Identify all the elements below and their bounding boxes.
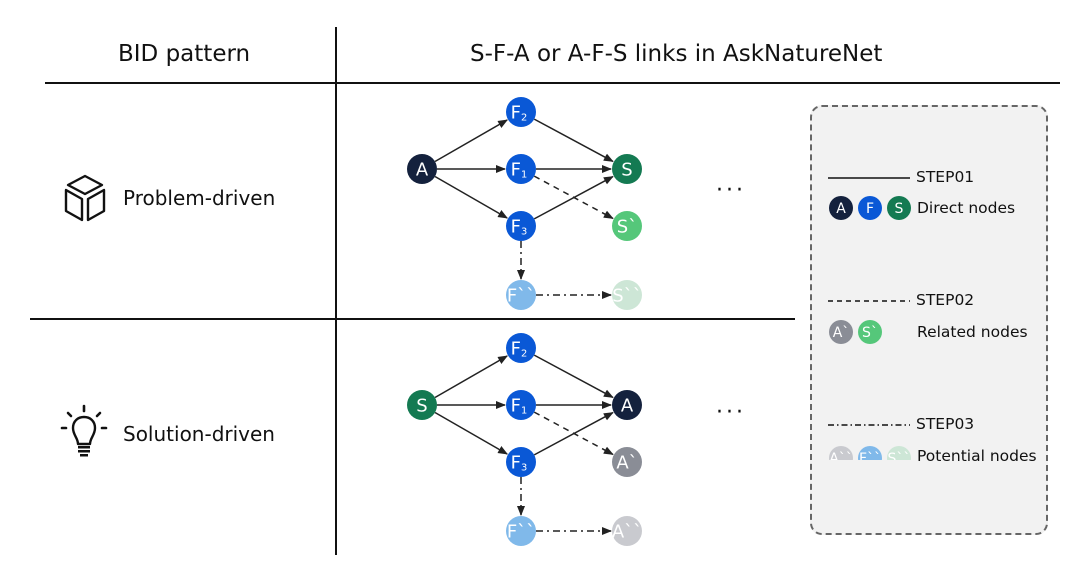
node-f3: F3 xyxy=(506,447,536,477)
legend-step01: STEP01 xyxy=(916,168,975,186)
legend-node-2-2-circle xyxy=(887,446,911,460)
edge-f2-target xyxy=(533,118,614,163)
legend-graphics: A F S A` S` A`` F`` S`` xyxy=(828,177,911,460)
node-f2-circle xyxy=(506,333,536,363)
node-related: A` xyxy=(612,447,642,477)
lightbulb-icon xyxy=(60,404,108,462)
legend-direct-nodes: Direct nodes xyxy=(917,199,1016,217)
node-target-label: S xyxy=(621,159,632,180)
row-label-solution-driven: Solution-driven xyxy=(123,422,275,446)
legend-node-2-1-circle xyxy=(858,446,882,460)
legend-node-2-1-label: F`` xyxy=(859,451,881,460)
legend-node-1-0: A` xyxy=(829,320,853,344)
node-f1: F1 xyxy=(506,154,536,184)
legend-node-0-0-label: A xyxy=(836,201,846,217)
edge-f2-target xyxy=(533,354,614,399)
legend-node-0-2-label: S xyxy=(895,201,904,217)
node-potential_t-label: S`` xyxy=(612,285,641,306)
node-source: S xyxy=(407,390,437,420)
node-f3-circle xyxy=(506,447,536,477)
node-related: S` xyxy=(612,211,642,241)
node-target: S xyxy=(612,154,642,184)
node-target-circle xyxy=(612,390,642,420)
node-source-circle xyxy=(407,154,437,184)
legend-step03: STEP03 xyxy=(916,415,975,433)
legend-node-0-0: A xyxy=(829,196,853,220)
legend-node-2-2-label: S`` xyxy=(888,451,911,460)
column-header-links: S-F-A or A-F-S links in AskNatureNet xyxy=(470,41,883,67)
legend-node-0-2-circle xyxy=(887,196,911,220)
node-potential_t-circle xyxy=(612,280,642,310)
edge-source-f2 xyxy=(434,355,509,399)
legend-node-1-0-circle xyxy=(829,320,853,344)
node-potential_f: F`` xyxy=(506,516,536,546)
node-f2: F2 xyxy=(506,97,536,127)
node-source-label: A xyxy=(416,159,429,180)
legend-node-2-0-label: A`` xyxy=(829,451,853,460)
cube-icon xyxy=(62,172,108,228)
edge-source-f2 xyxy=(434,119,509,163)
legend-step02: STEP02 xyxy=(916,291,975,309)
node-potential_t-circle xyxy=(612,516,642,546)
node-potential_f: F`` xyxy=(506,280,536,310)
node-f2: F2 xyxy=(506,333,536,363)
node-source-label: S xyxy=(416,395,427,416)
node-related-label: S` xyxy=(617,216,637,237)
edge-f1-related xyxy=(533,411,614,456)
header-divider xyxy=(45,82,1060,84)
edge-f1-related xyxy=(533,175,614,220)
legend-potential-nodes: Potential nodes xyxy=(917,447,1037,465)
node-source-circle xyxy=(407,390,437,420)
legend-node-0-1-label: F xyxy=(866,201,874,217)
legend-node-2-1: F`` xyxy=(858,446,882,460)
node-related-circle xyxy=(612,447,642,477)
node-potential_t: A`` xyxy=(612,516,642,546)
row-label-problem-driven: Problem-driven xyxy=(123,186,276,210)
column-divider xyxy=(335,27,337,555)
legend-node-1-1-label: S` xyxy=(862,325,878,341)
column-header-bid-pattern: BID pattern xyxy=(118,41,251,67)
node-source: A xyxy=(407,154,437,184)
node-target-circle xyxy=(612,154,642,184)
edge-source-f3 xyxy=(434,411,509,455)
edge-source-f3 xyxy=(434,175,509,219)
node-potential_f-circle xyxy=(506,516,536,546)
legend-node-0-2: S xyxy=(887,196,911,220)
legend-node-1-1: S` xyxy=(858,320,882,344)
legend-box xyxy=(810,105,1048,535)
legend-related-nodes: Related nodes xyxy=(917,323,1028,341)
ellipsis-row1: ··· xyxy=(716,178,746,203)
node-f3: F3 xyxy=(506,211,536,241)
legend-node-0-0-circle xyxy=(829,196,853,220)
legend-node-2-2: S`` xyxy=(887,446,911,460)
ellipsis-row2: ··· xyxy=(716,400,746,425)
node-f3-circle xyxy=(506,211,536,241)
node-related-circle xyxy=(612,211,642,241)
row-divider xyxy=(30,318,795,320)
node-f2-circle xyxy=(506,97,536,127)
node-target: A xyxy=(612,390,642,420)
legend-node-0-1-circle xyxy=(858,196,882,220)
node-f1-circle xyxy=(506,390,536,420)
node-potential_f-label: F`` xyxy=(507,521,535,542)
node-potential_t: S`` xyxy=(612,280,642,310)
legend-node-0-1: F xyxy=(858,196,882,220)
legend-node-1-0-label: A` xyxy=(833,325,850,341)
legend-node-2-0-circle xyxy=(829,446,853,460)
legend-node-2-0: A`` xyxy=(829,446,853,460)
node-f1-circle xyxy=(506,154,536,184)
node-f1: F1 xyxy=(506,390,536,420)
node-related-label: A` xyxy=(616,452,637,473)
node-potential_f-circle xyxy=(506,280,536,310)
node-potential_f-label: F`` xyxy=(507,285,535,306)
node-target-label: A xyxy=(621,395,634,416)
legend-node-1-1-circle xyxy=(858,320,882,344)
node-potential_t-label: A`` xyxy=(612,521,642,542)
